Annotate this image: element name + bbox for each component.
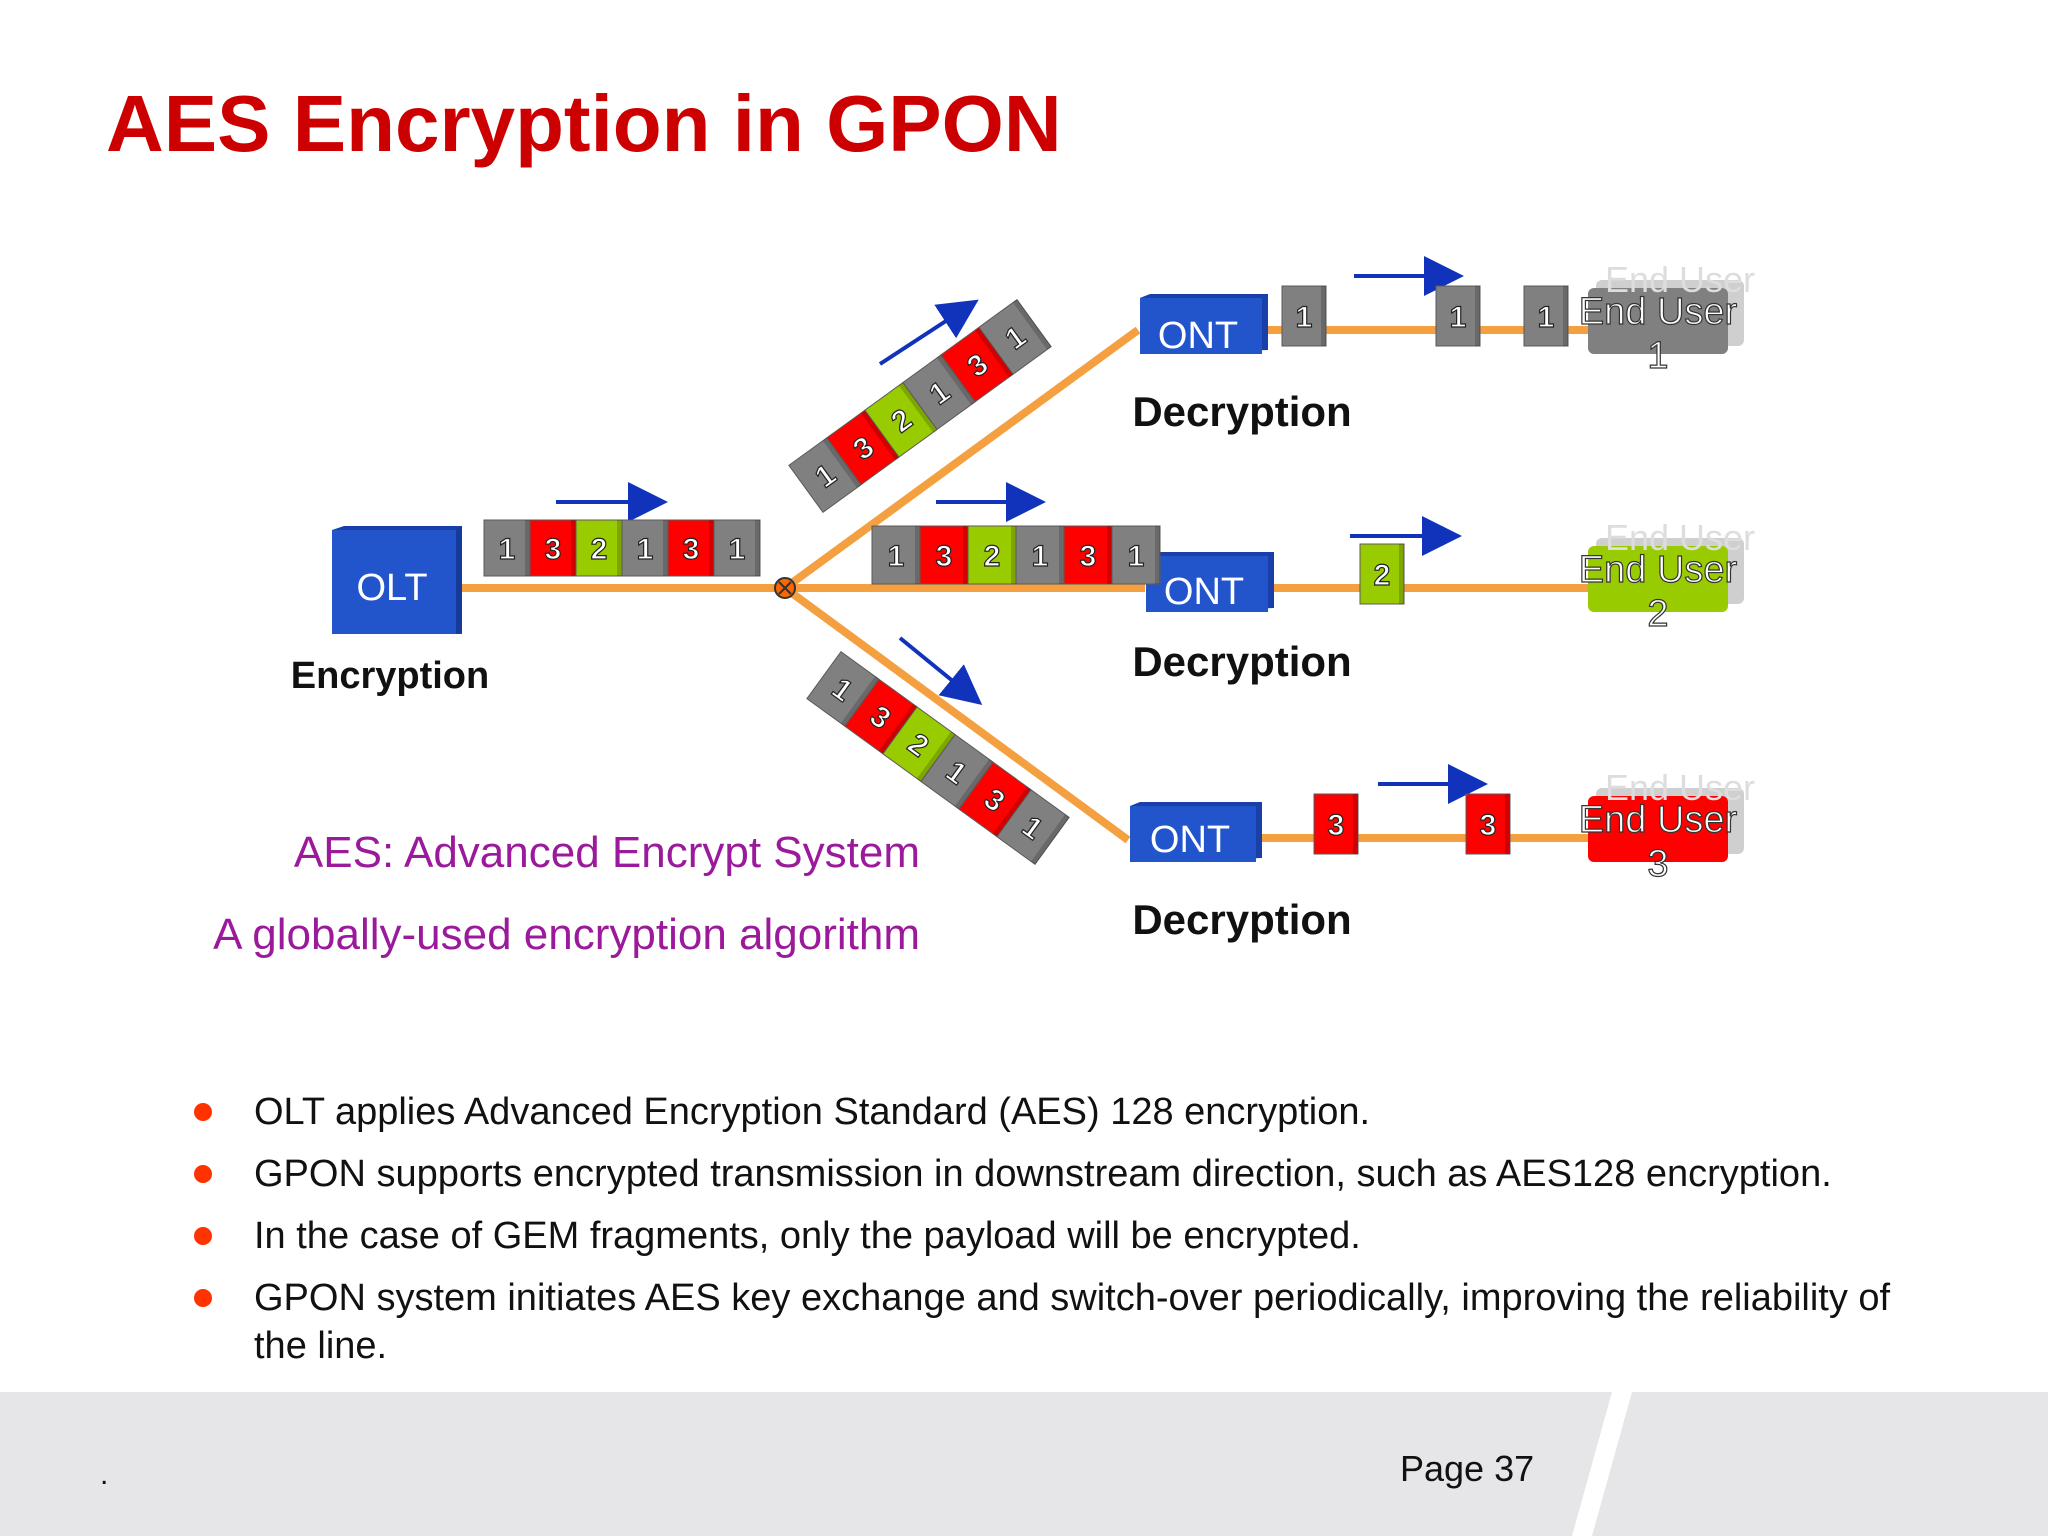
footer-accent bbox=[1572, 1392, 1632, 1536]
bullet-item: OLT applies Advanced Encryption Standard… bbox=[190, 1088, 1950, 1136]
bullet-list: OLT applies Advanced Encryption Standard… bbox=[190, 1088, 1950, 1384]
packet-cell: 1 bbox=[978, 298, 1052, 375]
svg-text:1: 1 bbox=[888, 540, 905, 573]
aes-definition-line-2: A globally-used encryption algorithm bbox=[213, 910, 920, 959]
svg-text:End User: End User bbox=[1579, 549, 1738, 591]
svg-text:3: 3 bbox=[545, 533, 562, 566]
bullet-item: GPON supports encrypted transmission in … bbox=[190, 1150, 1950, 1198]
packet-cell: 1 bbox=[806, 650, 880, 727]
packet-cell: 1 bbox=[902, 354, 976, 431]
decrypted-packet: 3 bbox=[1465, 793, 1511, 855]
packet-cell: 1 bbox=[483, 519, 531, 577]
svg-text:3: 3 bbox=[1328, 809, 1345, 842]
decrypted-packet: 1 bbox=[1281, 285, 1327, 347]
packet-cell: 3 bbox=[826, 409, 900, 486]
bullet-item: In the case of GEM fragments, only the p… bbox=[190, 1212, 1950, 1260]
decrypted-packet: 2 bbox=[1359, 543, 1405, 605]
svg-text:3: 3 bbox=[1647, 843, 1668, 885]
packet-cell: 1 bbox=[871, 525, 921, 585]
svg-text:2: 2 bbox=[1647, 593, 1668, 635]
fiber-lines bbox=[462, 326, 1598, 844]
packet-cell: 2 bbox=[864, 381, 938, 458]
svg-text:1: 1 bbox=[729, 533, 746, 566]
svg-text:2: 2 bbox=[591, 533, 608, 566]
svg-text:3: 3 bbox=[1080, 540, 1097, 573]
svg-text:1: 1 bbox=[499, 533, 516, 566]
splitter-icon bbox=[774, 577, 796, 599]
svg-text:2: 2 bbox=[1374, 559, 1391, 592]
packet-cell: 2 bbox=[882, 706, 956, 783]
packet-cell: 3 bbox=[844, 678, 918, 755]
page-number: Page 37 bbox=[1400, 1448, 1535, 1489]
olt-box: OLT bbox=[332, 526, 462, 634]
svg-text:1: 1 bbox=[1450, 301, 1467, 334]
svg-text:3: 3 bbox=[936, 540, 953, 573]
fiber-branch-lower bbox=[782, 584, 1131, 844]
packet-cell: 3 bbox=[667, 519, 715, 577]
packet-cell: 3 bbox=[940, 326, 1014, 403]
svg-text:End User: End User bbox=[1579, 291, 1738, 333]
svg-text:1: 1 bbox=[1032, 540, 1049, 573]
olt-label: OLT bbox=[356, 567, 427, 609]
bullet-item: GPON system initiates AES key exchange a… bbox=[190, 1274, 1950, 1370]
svg-text:1: 1 bbox=[1538, 301, 1555, 334]
ont-label-2: ONT bbox=[1164, 571, 1244, 613]
packet-cell: 1 bbox=[621, 519, 669, 577]
svg-text:1: 1 bbox=[1296, 301, 1313, 334]
encryption-label: Encryption bbox=[291, 655, 489, 697]
packet-cell: 1 bbox=[713, 519, 761, 577]
svg-text:3: 3 bbox=[683, 533, 700, 566]
ont-label-1: ONT bbox=[1158, 315, 1238, 357]
decryption-label-2: Decryption bbox=[1132, 638, 1351, 685]
packet-cell: 3 bbox=[1063, 525, 1113, 585]
decryption-label-1: Decryption bbox=[1132, 388, 1351, 435]
decrypted-packet: 3 bbox=[1313, 793, 1359, 855]
fiber-branch-upper bbox=[782, 326, 1141, 592]
packet-cell: 2 bbox=[575, 519, 623, 577]
packet-cell: 3 bbox=[919, 525, 969, 585]
packet-cell: 2 bbox=[967, 525, 1017, 585]
ont-label-3: ONT bbox=[1150, 819, 1230, 861]
gpon-encryption-diagram: OLT Encryption ONT ONT ONT Decryption De… bbox=[291, 256, 1755, 943]
svg-text:End User: End User bbox=[1605, 517, 1755, 558]
svg-text:2: 2 bbox=[984, 540, 1001, 573]
arrow-icon bbox=[878, 299, 979, 366]
ont-box-1: ONT bbox=[1140, 294, 1268, 357]
svg-text:1: 1 bbox=[637, 533, 654, 566]
direction-arrows bbox=[556, 256, 1488, 804]
packet-cell: 1 bbox=[788, 437, 862, 514]
svg-text:1: 1 bbox=[1647, 335, 1668, 377]
svg-text:End User: End User bbox=[1605, 259, 1755, 300]
packet-cell: 1 bbox=[1111, 525, 1161, 585]
packet-cell: 3 bbox=[529, 519, 577, 577]
decryption-label-3: Decryption bbox=[1132, 896, 1351, 943]
arrow-icon bbox=[898, 636, 983, 706]
decrypted-packet: 1 bbox=[1523, 285, 1569, 347]
ont-box-3: ONT bbox=[1130, 802, 1262, 862]
svg-text:End User: End User bbox=[1605, 767, 1755, 808]
slide-title: AES Encryption in GPON bbox=[106, 79, 1062, 168]
footer-bar bbox=[0, 1392, 2048, 1536]
packet-cell: 3 bbox=[958, 761, 1032, 838]
svg-text:End User: End User bbox=[1579, 799, 1738, 841]
packet-cell: 1 bbox=[1015, 525, 1065, 585]
svg-text:1: 1 bbox=[1128, 540, 1145, 573]
ont-box-2: ONT bbox=[1146, 552, 1274, 613]
footer-dot: . bbox=[100, 1458, 109, 1491]
packet-cell: 1 bbox=[996, 789, 1070, 866]
decrypted-packet: 1 bbox=[1435, 285, 1481, 347]
aes-definition-line-1: AES: Advanced Encrypt System bbox=[293, 828, 920, 877]
svg-text:3: 3 bbox=[1480, 809, 1497, 842]
